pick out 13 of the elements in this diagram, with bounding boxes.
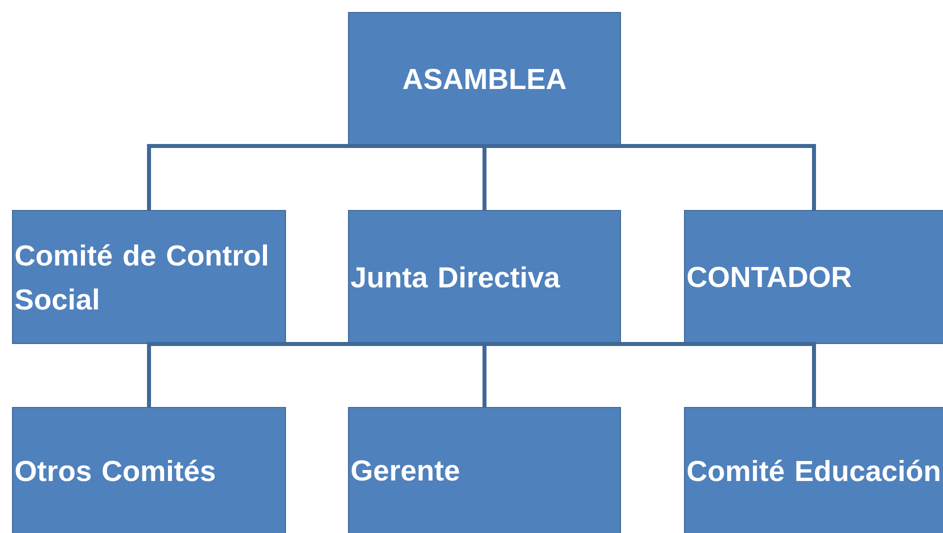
connector-line: [147, 144, 484, 210]
org-box: Comité Educación: [684, 406, 943, 533]
org-box: Otros Comités: [12, 406, 286, 533]
org-box: ASAMBLEA: [348, 12, 621, 146]
connector-line: [484, 144, 816, 210]
org-box: Junta Directiva: [348, 210, 621, 344]
org-box: CONTADOR: [684, 210, 943, 344]
connector-line: [147, 342, 484, 407]
connector-line: [482, 344, 486, 407]
org-box: Comité de Control Social: [12, 210, 286, 344]
org-box: Gerente: [348, 406, 621, 533]
connector-line: [484, 342, 816, 407]
connector-line: [482, 146, 486, 210]
